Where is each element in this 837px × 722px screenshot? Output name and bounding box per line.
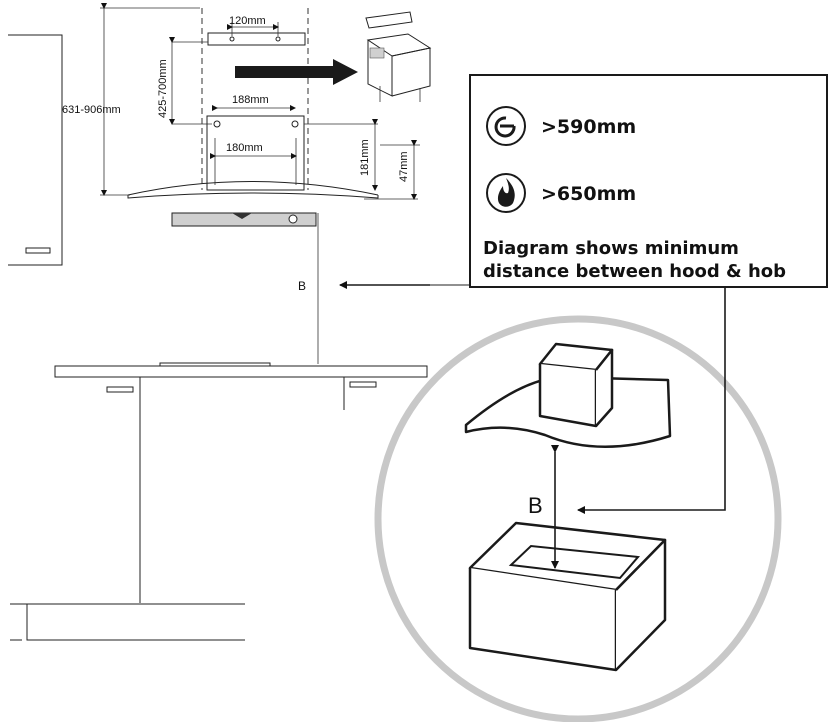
total-height-dimension: 631-906mm (62, 3, 200, 196)
distance-b-label: B (298, 279, 306, 293)
glass-canopy (127, 181, 418, 200)
bracket-height-dimension: 425-700mm (157, 37, 212, 125)
edge-height-label: 47mm (398, 151, 410, 182)
gas-clearance-value: >650mm (541, 183, 636, 205)
upper-hole-spacing-label: 188mm (232, 94, 269, 106)
flame-icon (486, 173, 526, 213)
wall-cabinet (8, 34, 63, 266)
lower-hole-spacing-label: 180mm (226, 142, 263, 154)
distance-b-main: B (298, 213, 319, 364)
spirit-level (171, 212, 317, 227)
distance-b-zoom: B (528, 445, 559, 569)
zoom-hob (468, 521, 667, 672)
clearance-info-box: >590mm >650mm Diagram shows minimum dist… (469, 74, 828, 288)
power-icon (486, 106, 526, 146)
hood-body: 188mm 180mm (206, 94, 305, 191)
connector-lines (339, 281, 726, 514)
electric-clearance-value: >590mm (541, 116, 636, 138)
body-height-label: 181mm (359, 139, 371, 176)
distance-b-zoom-label: B (528, 493, 543, 518)
worktop (54, 362, 428, 603)
clearance-note-line-2: distance between hood & hob (483, 261, 786, 282)
zoom-hood (464, 342, 672, 448)
assembly-arrow (235, 59, 358, 85)
edge-height-dimension: 47mm (380, 140, 420, 200)
total-height-label: 631-906mm (62, 104, 121, 116)
clearance-note-line-1: Diagram shows minimum (483, 238, 739, 259)
chimney-duct-outline (201, 8, 309, 190)
duct-cover-part (365, 11, 432, 102)
bracket-width-label: 120mm (229, 15, 266, 27)
body-height-dimension: 181mm (304, 119, 378, 191)
bracket-height-label: 425-700mm (157, 59, 169, 118)
lower-cabinet (10, 603, 245, 641)
top-bracket: 120mm (207, 15, 306, 46)
